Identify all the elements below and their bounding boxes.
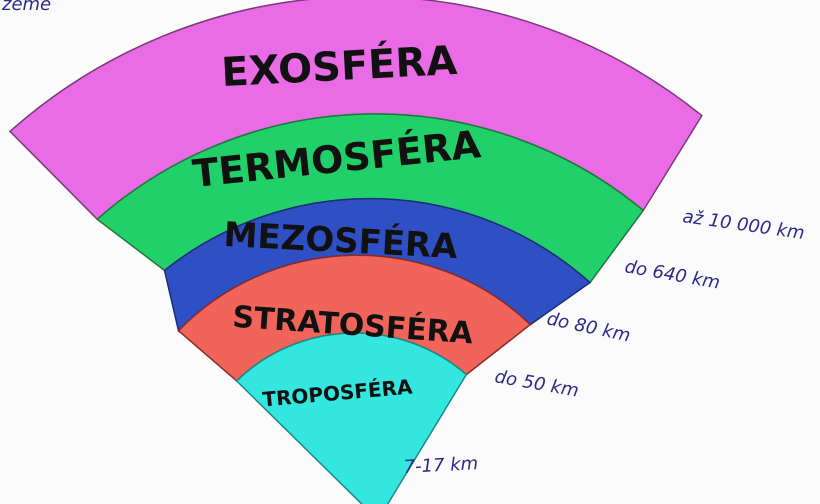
- band-troposfera: [235, 332, 468, 504]
- altitude-troposfera: 7-17 km: [403, 453, 479, 478]
- top-corner-text: zeme: [1, 0, 51, 15]
- altitude-mezosfera: do 80 km: [545, 308, 632, 346]
- altitude-exosfera: až 10 000 km: [681, 206, 806, 244]
- altitude-stratosfera: do 50 km: [493, 366, 580, 401]
- altitude-termosfera: do 640 km: [623, 256, 721, 293]
